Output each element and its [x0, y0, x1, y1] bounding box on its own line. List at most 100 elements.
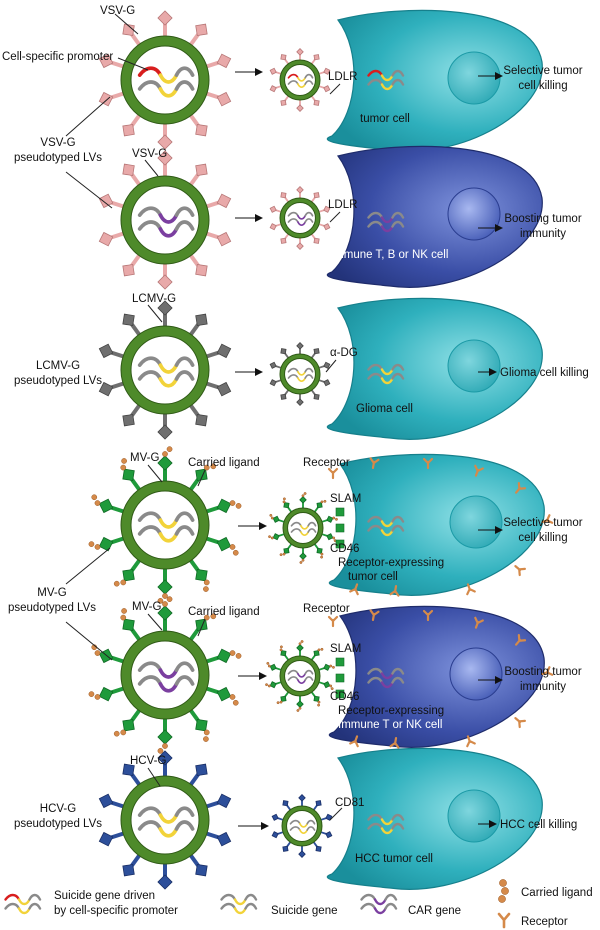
- connectors-and-arrows: [65, 13, 503, 830]
- envelope-glycoprotein: [216, 343, 232, 359]
- receptor-icon: [327, 615, 339, 628]
- receptor-icon: [369, 609, 380, 622]
- receptor-icon: [466, 583, 476, 596]
- envelope-glycoprotein: [216, 381, 232, 397]
- tumor-cell: [328, 453, 545, 596]
- carried-ligand: [229, 694, 236, 700]
- carried-ligand: [276, 701, 280, 705]
- carried-ligand: [91, 494, 98, 501]
- envelope-glycoprotein: [157, 750, 173, 766]
- envelope-glycoprotein: [98, 498, 114, 514]
- legend-receptor: Receptor: [521, 916, 568, 928]
- carried-ligand: [329, 684, 333, 688]
- tumor-cell: [326, 297, 543, 440]
- carried-ligand: [269, 513, 273, 517]
- envelope-glycoprotein: [157, 874, 173, 890]
- mvg-label-row4: MV-G: [130, 452, 159, 464]
- mvg-pseudotyped-label-b: pseudotyped LVs: [8, 602, 96, 614]
- receptor-icon: [349, 735, 359, 748]
- carried-ligand: [317, 648, 321, 652]
- envelope-glycoprotein: [283, 502, 290, 509]
- receptor-icon: [389, 584, 400, 597]
- carried-ligand: [157, 598, 164, 604]
- tumor-cell-body: [328, 453, 545, 596]
- tumor-cell-label: tumor cell: [360, 113, 410, 125]
- envelope-glycoprotein: [313, 650, 320, 657]
- outcome-boosting-1b: immunity: [520, 228, 566, 240]
- envelope-glycoprotein: [98, 381, 114, 397]
- genome: [367, 667, 405, 689]
- carried-ligand: [298, 706, 302, 710]
- envelope-glycoprotein: [269, 223, 277, 231]
- carried-ligand: [332, 536, 336, 540]
- carried-ligand: [332, 665, 335, 669]
- hcvg-pointer: [147, 767, 161, 787]
- carried-ligand: [270, 516, 274, 520]
- envelope-glycoprotein: [280, 695, 287, 702]
- vsvg-lv-row2: [98, 150, 232, 290]
- envelope-glycoprotein: [195, 263, 208, 277]
- envelope-glycoprotein: [216, 91, 232, 107]
- cell-specific-promoter-label: Cell-specific promoter: [2, 51, 113, 63]
- receptor-icon: [514, 717, 526, 729]
- envelope-glycoprotein: [98, 231, 114, 247]
- vsvg-lv-small-row2: [269, 186, 331, 250]
- envelope-glycoprotein: [296, 242, 304, 250]
- envelope-glycoprotein: [195, 163, 208, 177]
- envelope-glycoprotein: [280, 393, 287, 400]
- envelope-glycoprotein: [195, 123, 208, 137]
- envelope-glycoprotein: [269, 379, 277, 387]
- envelope-glycoprotein: [282, 845, 289, 852]
- glioma-cell-label: Glioma cell: [356, 403, 413, 415]
- envelope-glycoprotein: [313, 695, 320, 702]
- cell-nucleus: [447, 339, 501, 393]
- envelope-glycoprotein: [216, 793, 232, 809]
- carried-ligand: [162, 451, 168, 457]
- lcmvg-pointer: [147, 304, 163, 323]
- carried-ligand: [320, 555, 324, 559]
- envelope-glycoprotein: [157, 729, 173, 745]
- receptor-icon: [514, 565, 526, 577]
- carried-ligand: [232, 549, 239, 556]
- lcmvg-lv-small: [269, 342, 331, 406]
- slam-cd46-receptor: [335, 689, 345, 699]
- carried-ligand: [320, 647, 324, 651]
- envelope-glycoprotein: [296, 48, 304, 56]
- mvg-lv-small-row4: [268, 492, 338, 564]
- carried-ligand: [282, 497, 286, 501]
- envelope-glycoprotein: [269, 85, 277, 93]
- carried-ligand: [113, 730, 120, 737]
- envelope-glycoprotein: [157, 274, 173, 290]
- carried-ligand: [203, 586, 209, 592]
- envelope-glycoprotein: [280, 99, 287, 106]
- envelope-glycoprotein: [195, 863, 208, 877]
- receptor-expressing-label-2a: Receptor-expressing: [338, 705, 444, 717]
- carried-ligand: [235, 503, 242, 509]
- envelope-glycoprotein: [272, 533, 280, 541]
- envelope-glycoprotein: [313, 54, 320, 61]
- carried-ligand: [121, 458, 127, 464]
- receptor-expressing-label-1b: tumor cell: [348, 571, 398, 583]
- carried-ligand: [120, 464, 127, 471]
- envelope-glycoprotein: [122, 568, 135, 582]
- carried-ligand: [279, 645, 283, 649]
- carried-ligand: [320, 500, 324, 504]
- genome: [137, 511, 195, 543]
- envelope-glycoprotein: [157, 150, 173, 166]
- envelope-glycoprotein: [316, 547, 323, 554]
- envelope-glycoprotein: [195, 23, 208, 37]
- carried-ligand: [203, 729, 210, 736]
- cd81-pointer: [329, 807, 343, 821]
- lcmvg-pseudotyped-label-b: pseudotyped LVs: [14, 375, 102, 387]
- carried-ligand: [94, 694, 101, 700]
- vsvg-pointer-row1: [114, 13, 139, 35]
- envelope-glycoprotein: [195, 313, 208, 327]
- envelope-glycoprotein: [98, 193, 114, 209]
- mvg-pointer-row4: [147, 464, 163, 483]
- carried-ligand-label-row5: Carried ligand: [188, 606, 260, 618]
- carried-ligand: [320, 552, 324, 556]
- genome: [137, 66, 195, 98]
- envelope-glycoprotein: [271, 813, 279, 821]
- genome: [290, 521, 317, 537]
